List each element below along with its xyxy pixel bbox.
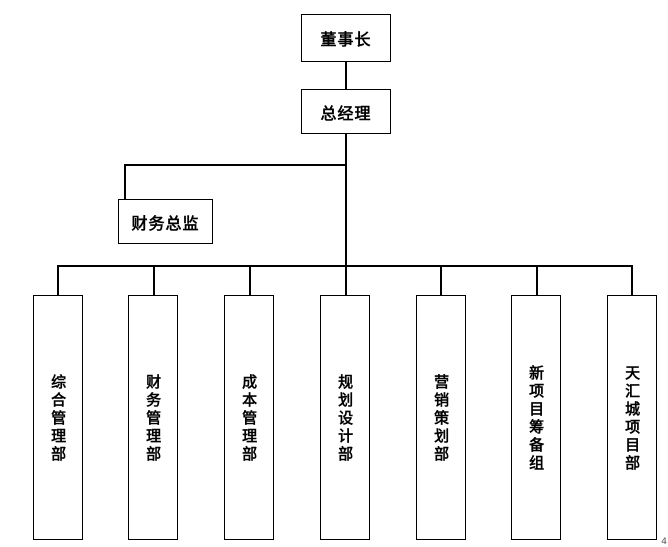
dept-drop-line-2: [153, 265, 155, 296]
connector-chairman-to-gm: [345, 62, 347, 89]
page-corner-mark: 4: [661, 537, 667, 547]
department-bus-line: [57, 265, 632, 267]
node-department-7-label: 天汇城项目部: [623, 364, 642, 473]
node-department-6-label: 新项目筹备组: [527, 364, 546, 473]
dept-drop-line-3: [249, 265, 251, 296]
node-department-4: 规划设计部: [320, 295, 370, 540]
connector-gm-trunk: [345, 134, 347, 267]
node-department-2: 财务管理部: [128, 295, 178, 540]
node-department-7: 天汇城项目部: [607, 295, 657, 540]
node-department-4-label: 规划设计部: [336, 373, 355, 464]
node-department-1: 综合管理部: [33, 295, 83, 540]
dept-drop-line-6: [536, 265, 538, 296]
node-finance-director: 财务总监: [118, 199, 213, 244]
connector-finance-director-drop: [124, 164, 126, 199]
node-chairman-label: 董事长: [320, 30, 372, 49]
node-department-5-label: 营销策划部: [432, 373, 451, 464]
node-general-manager-label: 总经理: [320, 103, 372, 123]
node-department-1-label: 综合管理部: [49, 373, 68, 464]
node-department-5: 营销策划部: [416, 295, 466, 540]
node-department-2-label: 财务管理部: [144, 373, 163, 464]
dept-drop-line-4: [345, 265, 347, 296]
node-department-6: 新项目筹备组: [511, 295, 561, 540]
dept-drop-line-7: [631, 265, 633, 296]
node-chairman: 董事长: [301, 14, 391, 62]
node-department-3: 成本管理部: [224, 295, 274, 540]
node-finance-director-label: 财务总监: [131, 213, 200, 233]
dept-drop-line-1: [57, 265, 59, 296]
dept-drop-line-5: [440, 265, 442, 296]
node-general-manager: 总经理: [301, 89, 391, 134]
connector-gm-to-finance-director-horizontal: [124, 164, 347, 166]
node-department-3-label: 成本管理部: [240, 373, 259, 464]
